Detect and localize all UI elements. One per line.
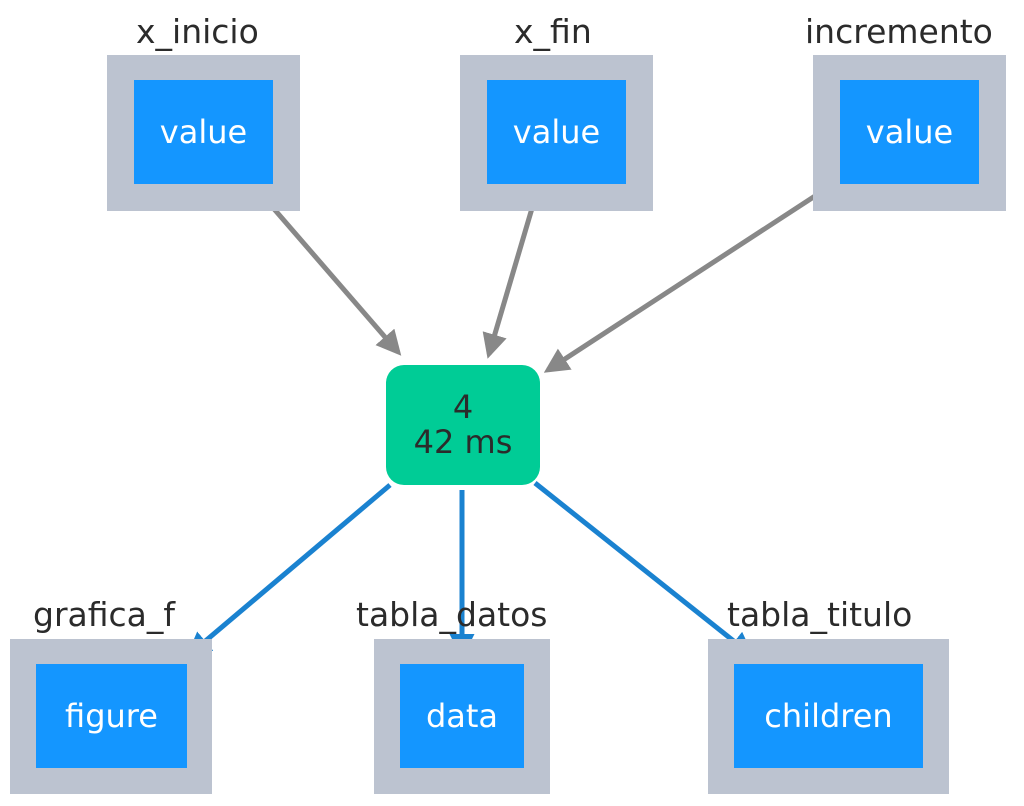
node-title-grafica-f: grafica_f: [33, 595, 176, 634]
output-prop-grafica-f-figure[interactable]: figure: [36, 664, 187, 768]
output-prop-tabla-titulo-children[interactable]: children: [734, 664, 923, 768]
edge-x-fin-to-callback: [482, 187, 541, 359]
input-prop-x-inicio-value[interactable]: value: [134, 80, 273, 184]
callback-node[interactable]: 4 42 ms: [386, 365, 540, 485]
node-title-x-inicio: x_inicio: [136, 12, 259, 51]
callback-duration: 42 ms: [413, 423, 513, 461]
callback-count: 4: [452, 388, 474, 427]
edge-x-inicio-to-callback: [253, 185, 402, 356]
node-title-tabla-titulo: tabla_titulo: [727, 595, 913, 634]
edge-callback-to-tabla-titulo: [533, 481, 754, 658]
node-title-incremento: incremento: [805, 12, 993, 51]
output-prop-tabla-datos-data[interactable]: data: [400, 664, 524, 768]
input-prop-incremento-value[interactable]: value: [840, 80, 979, 184]
node-title-x-fin: x_fin: [514, 12, 592, 51]
input-prop-x-fin-value[interactable]: value: [487, 80, 626, 184]
edge-incremento-to-callback: [543, 180, 837, 373]
node-title-tabla-datos: tabla_datos: [356, 595, 548, 634]
edge-callback-to-grafica-f: [186, 483, 392, 658]
